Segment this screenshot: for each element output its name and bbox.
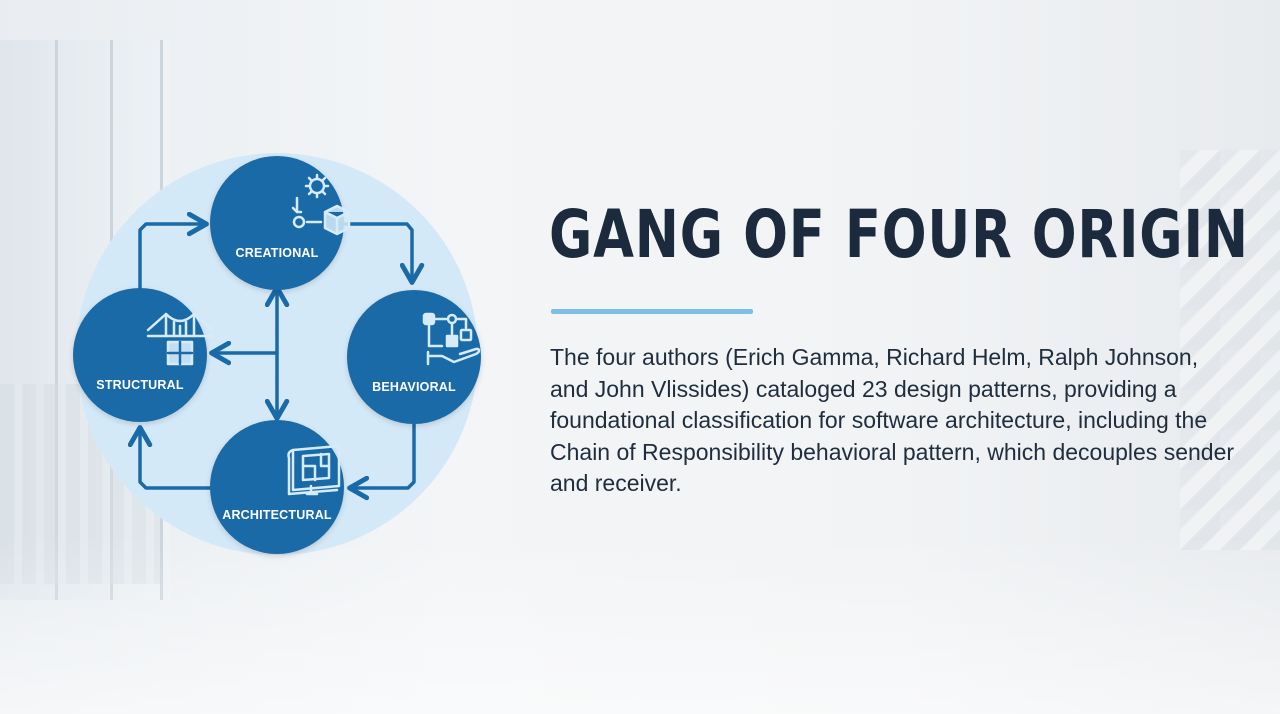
slide-body-text: The four authors (Erich Gamma, Richard H…	[550, 344, 1235, 496]
node-label: STRUCTURAL	[96, 378, 184, 392]
design-pattern-cycle-diagram: CREATIONAL BEHAVIORAL	[60, 150, 500, 560]
floor	[0, 534, 1280, 714]
arrow-behavioral-to-architectural	[347, 423, 416, 501]
diagram-connectors	[76, 153, 478, 555]
node-label: ARCHITECTURAL	[222, 508, 332, 522]
arrow-creational-to-behavioral	[343, 222, 425, 285]
arrow-architectural-to-structural	[127, 425, 212, 490]
node-behavioral: BEHAVIORAL	[347, 290, 481, 424]
slide-title: GANG OF FOUR ORIGIN	[549, 196, 1249, 273]
node-label: BEHAVIORAL	[372, 380, 456, 394]
arrow-structural-to-creational	[138, 211, 209, 292]
node-architectural: ARCHITECTURAL	[210, 420, 344, 554]
geometric-wall-decor	[1180, 150, 1280, 550]
node-label: CREATIONAL	[235, 246, 319, 260]
title-underline	[551, 309, 753, 314]
node-structural: STRUCTURAL	[73, 288, 214, 422]
node-creational: CREATIONAL	[210, 156, 351, 290]
